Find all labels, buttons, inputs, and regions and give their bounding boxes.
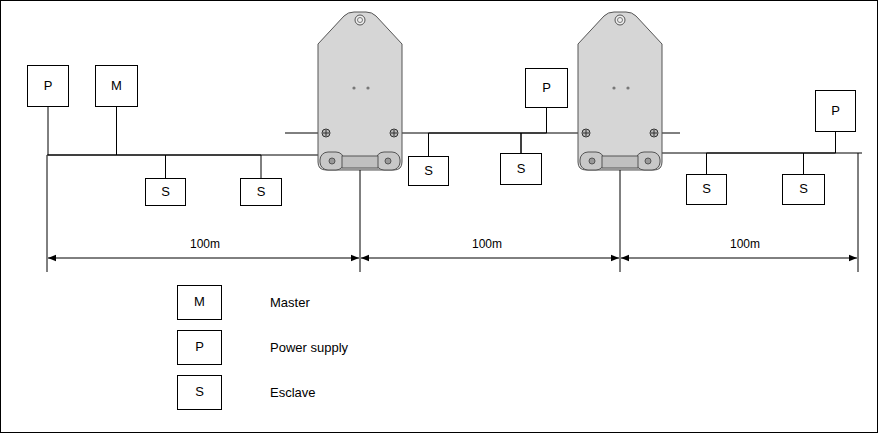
bus-connector [521, 108, 547, 153]
legend-text: Power supply [270, 341, 348, 355]
network-station-box: S [145, 178, 186, 206]
station-letter: M [194, 295, 205, 309]
station-letter: P [195, 340, 204, 354]
bus-connector [166, 155, 262, 178]
station-letter: S [424, 164, 433, 178]
station-letter: P [831, 104, 840, 118]
station-letter: S [195, 385, 204, 399]
legend-symbol-box: P [177, 330, 222, 365]
legend-text: Master [270, 296, 310, 310]
bus-wires [47, 133, 862, 155]
bus-connector [48, 107, 117, 155]
network-station-box: M [95, 65, 138, 107]
dimension-label: 100m [470, 238, 504, 251]
network-station-box: S [408, 156, 449, 186]
station-letter: P [542, 81, 551, 95]
station-letter: M [111, 79, 122, 93]
station-letter: S [161, 185, 170, 199]
network-station-box: P [27, 65, 69, 107]
network-station-box: S [686, 174, 727, 205]
dimension-label: 100m [728, 238, 762, 251]
network-station-box: S [782, 174, 825, 205]
network-station-box: P [525, 68, 568, 108]
legend-text: Esclave [270, 386, 316, 400]
dimension-lines [47, 153, 858, 272]
network-station-box: S [500, 153, 542, 185]
bus-connector [804, 132, 836, 174]
network-station-box: S [240, 178, 282, 206]
legend-symbol-box: S [177, 375, 222, 410]
network-station-box: P [815, 90, 856, 132]
repeater-housing [578, 12, 662, 170]
repeater-housing [318, 12, 402, 170]
station-letter: S [702, 182, 711, 196]
bus-connector [117, 107, 166, 178]
station-letter: S [799, 182, 808, 196]
dimension-label: 100m [188, 238, 222, 251]
bus-connector [707, 153, 804, 174]
legend-symbol-box: M [177, 285, 222, 320]
station-letter: P [44, 79, 53, 93]
station-letter: S [517, 162, 526, 176]
station-letter: S [257, 185, 266, 199]
